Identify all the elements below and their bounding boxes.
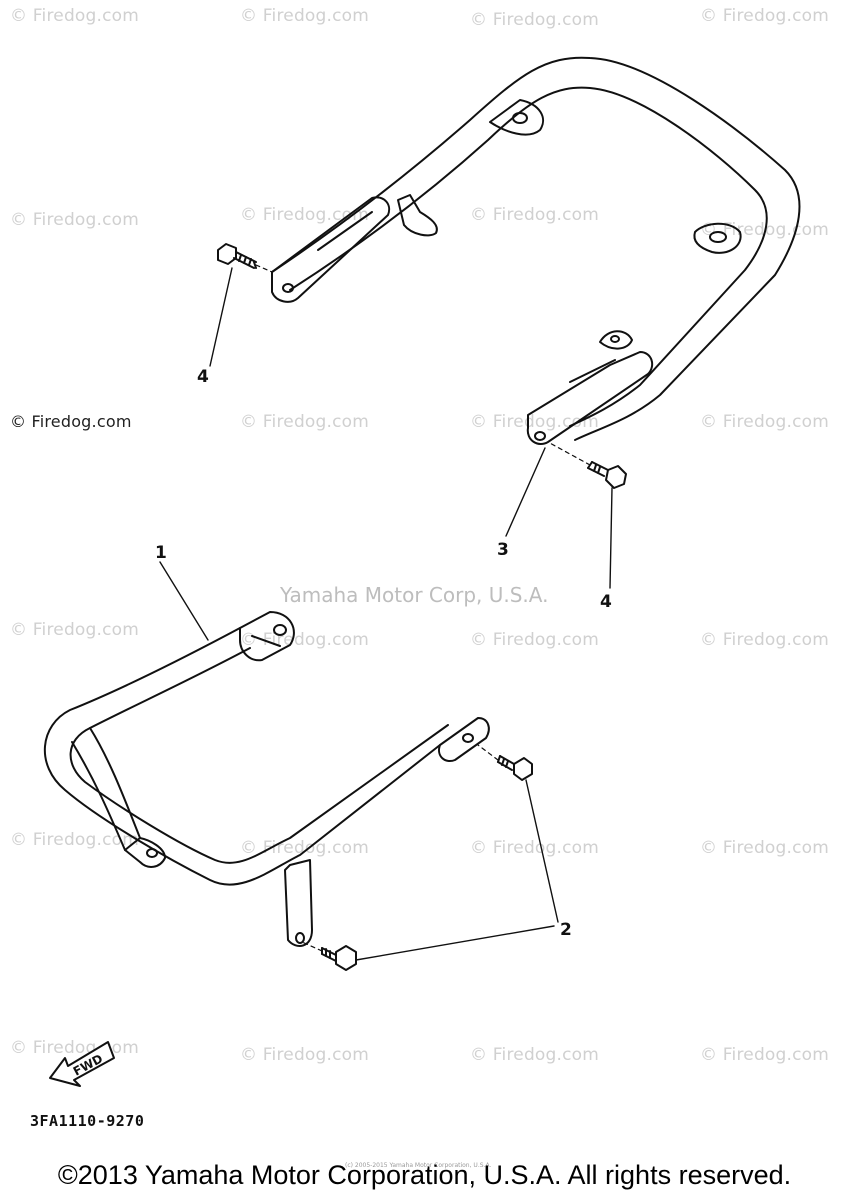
bolt-upper-left bbox=[217, 243, 257, 269]
watermark: © Firedog.com bbox=[240, 205, 370, 225]
watermark: © Firedog.com bbox=[470, 10, 600, 30]
watermark: © Firedog.com bbox=[240, 6, 370, 26]
watermark: © Firedog.com bbox=[700, 6, 830, 26]
watermark: © Firedog.com bbox=[10, 620, 140, 640]
bolt-lower-right bbox=[497, 755, 533, 781]
center-watermark: Yamaha Motor Corp, U.S.A. bbox=[280, 583, 549, 607]
copyright-footer: ©2013 Yamaha Motor Corporation, U.S.A. A… bbox=[57, 1160, 792, 1190]
bolt-upper-right bbox=[587, 461, 627, 489]
lower-guard-part-1 bbox=[43, 611, 490, 947]
tiny-copyright: (c) 2005-2015 Yamaha Motor Corporation, … bbox=[345, 1162, 492, 1169]
watermark: © Firedog.com bbox=[240, 838, 370, 858]
fwd-arrow-icon: FWD bbox=[49, 1041, 115, 1087]
watermark: © Firedog.com bbox=[700, 630, 830, 650]
callout-4-upper-right: 4 bbox=[600, 592, 612, 612]
callout-3: 3 bbox=[497, 540, 509, 560]
watermark: © Firedog.com bbox=[470, 205, 600, 225]
upper-guard-part-3 bbox=[271, 56, 801, 446]
watermark: © Firedog.com bbox=[10, 210, 140, 230]
watermark: © Firedog.com bbox=[700, 412, 830, 432]
leader-lines bbox=[159, 267, 613, 961]
watermark: © Firedog.com bbox=[470, 630, 600, 650]
watermark: © Firedog.com bbox=[240, 412, 370, 432]
watermark: © Firedog.com bbox=[700, 1045, 830, 1065]
watermark: © Firedog.com bbox=[470, 412, 600, 432]
watermark: © Firedog.com bbox=[10, 830, 140, 850]
watermark: © Firedog.com bbox=[470, 838, 600, 858]
callout-1: 1 bbox=[155, 543, 167, 563]
alignment-lines bbox=[255, 264, 591, 952]
watermark: © Firedog.com bbox=[10, 6, 140, 26]
callout-2: 2 bbox=[560, 920, 572, 940]
watermark: © Firedog.com bbox=[470, 1045, 600, 1065]
watermark: © Firedog.com bbox=[700, 838, 830, 858]
bolt-lower-left bbox=[321, 945, 357, 971]
watermark: © Firedog.com bbox=[10, 412, 132, 431]
watermark: © Firedog.com bbox=[240, 630, 370, 650]
diagram-part-code: 3FA1110-9270 bbox=[30, 1112, 145, 1130]
callout-4-upper-left: 4 bbox=[197, 367, 209, 387]
watermark: © Firedog.com bbox=[240, 1045, 370, 1065]
